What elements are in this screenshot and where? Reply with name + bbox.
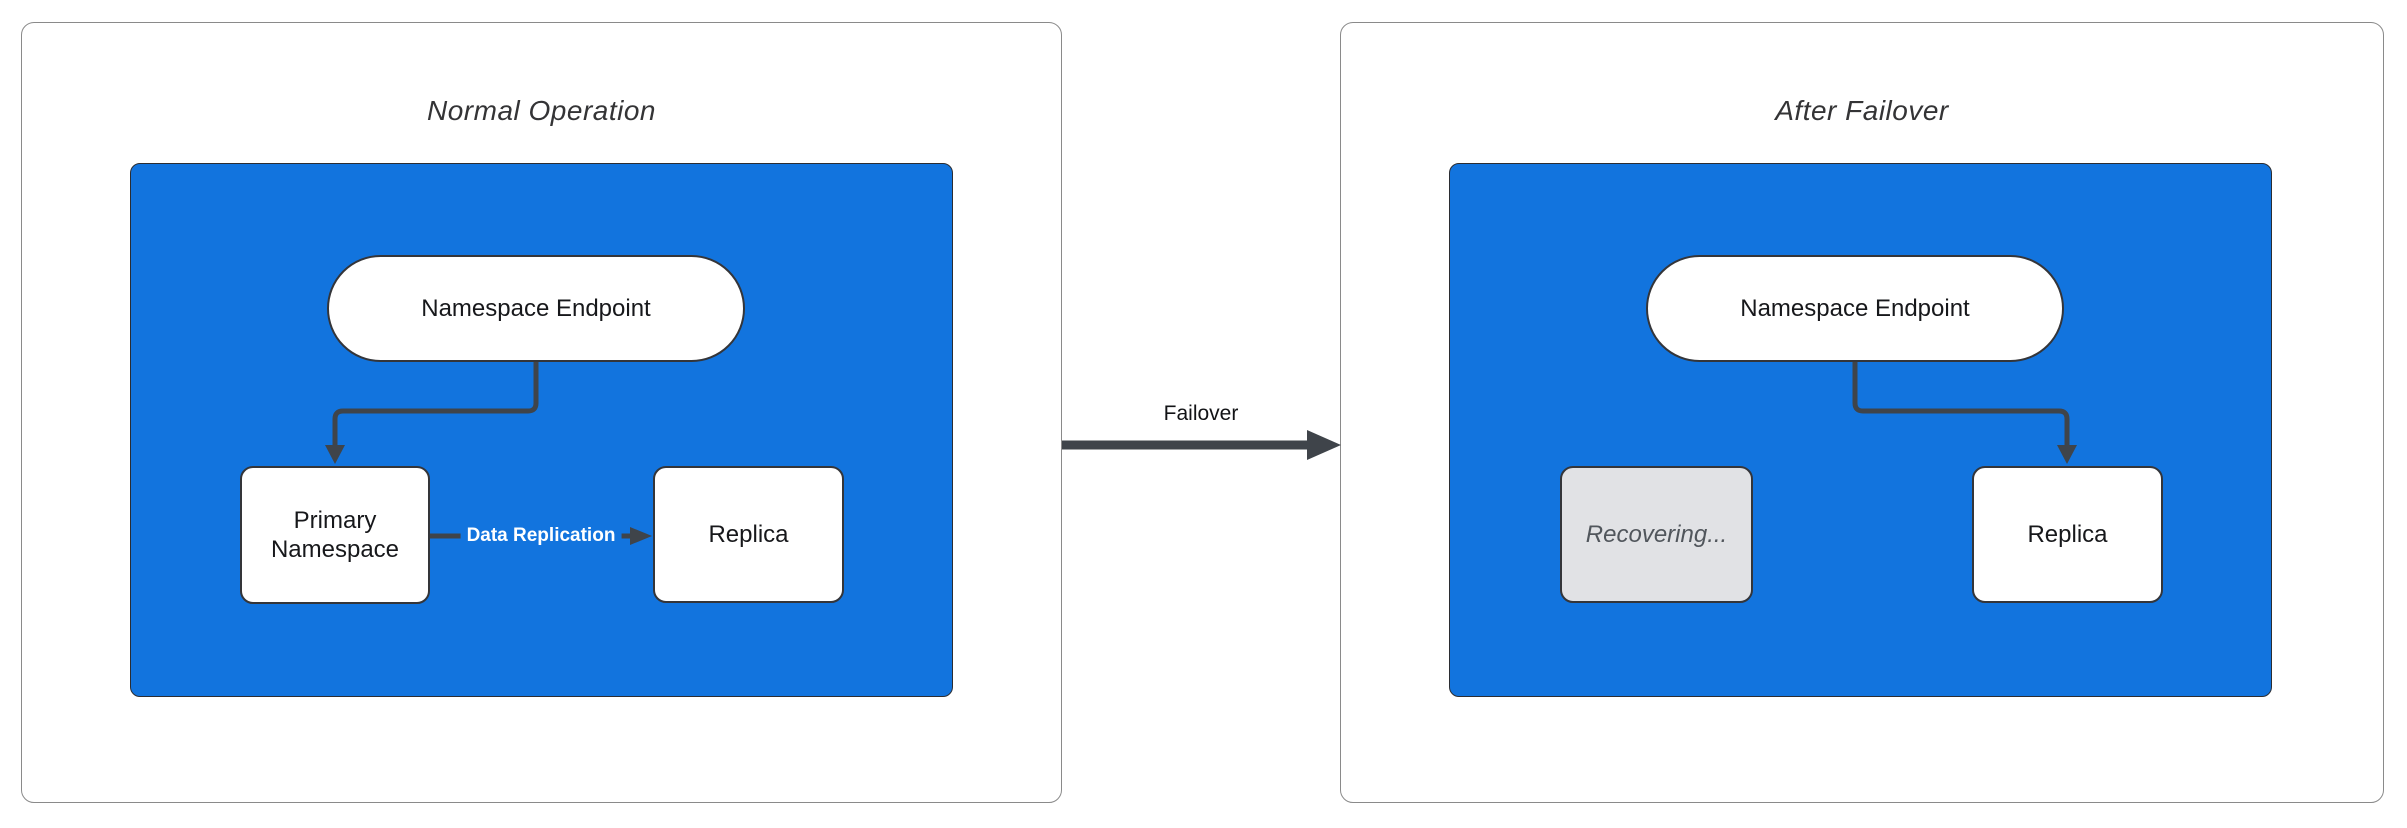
replica-node-right: Replica [1972, 466, 2163, 603]
replica-node-left: Replica [653, 466, 844, 603]
failover-label: Failover [1159, 402, 1243, 426]
namespace-container-right [1449, 163, 2272, 697]
recovering-node: Recovering... [1560, 466, 1753, 603]
failover-arrowhead [1307, 430, 1341, 460]
panel-title-normal-operation: Normal Operation [427, 95, 656, 126]
replica-label-right: Replica [2027, 521, 2108, 548]
namespace-endpoint-label-left: Namespace Endpoint [421, 295, 651, 322]
primary-namespace-label: Primary Namespace [270, 507, 400, 563]
primary-namespace-node: Primary Namespace [240, 466, 430, 604]
replica-label-left: Replica [708, 521, 789, 548]
panel-title-after-failover: After Failover [1775, 95, 1949, 126]
namespace-container-left [130, 163, 953, 697]
namespace-endpoint-node-right: Namespace Endpoint [1646, 255, 2064, 362]
data-replication-label: Data Replication [460, 523, 622, 549]
recovering-label: Recovering... [1585, 521, 1728, 548]
namespace-endpoint-label-right: Namespace Endpoint [1740, 295, 1970, 322]
namespace-endpoint-node-left: Namespace Endpoint [327, 255, 745, 362]
